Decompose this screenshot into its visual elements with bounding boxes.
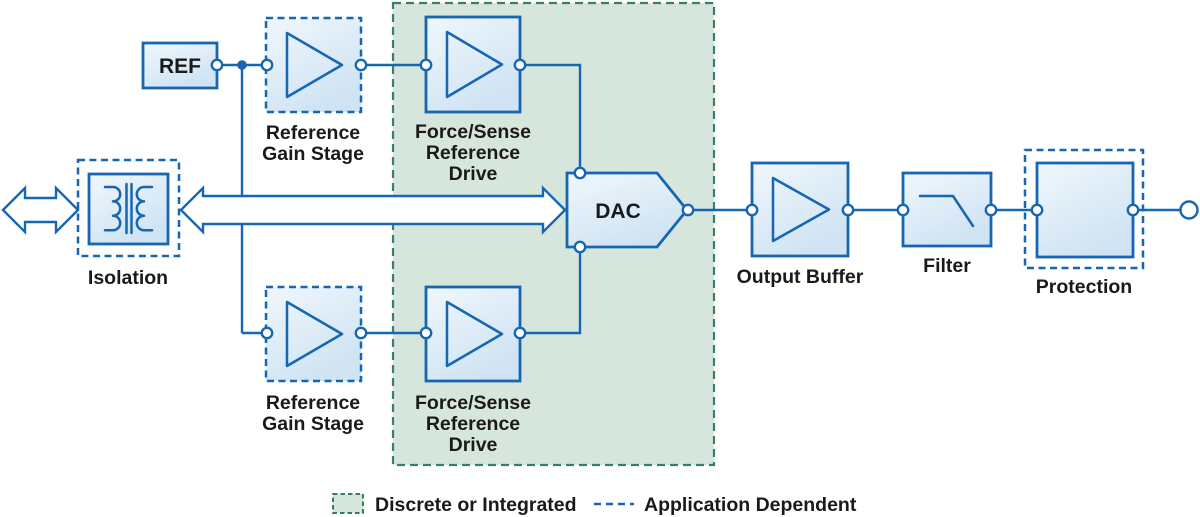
lowpass-filter-icon xyxy=(918,194,975,228)
port-circle xyxy=(745,203,759,217)
block-filter: Filter xyxy=(901,171,993,277)
reference-gain-stage-bottom-box xyxy=(264,285,363,383)
op-amp-icon xyxy=(285,300,344,368)
force-sense-bottom-label-3: Drive xyxy=(449,434,498,456)
filter-box xyxy=(901,171,993,248)
op-amp-icon xyxy=(445,300,504,368)
dac-symbol xyxy=(565,171,689,249)
wire-drive-to-dac-top xyxy=(520,63,582,173)
force-sense-bottom-label-2: Reference xyxy=(426,413,520,435)
force-sense-top-box xyxy=(424,15,522,114)
port-circle xyxy=(896,203,910,217)
port-circle xyxy=(573,240,587,254)
legend-discrete-label: Discrete or Integrated xyxy=(375,494,577,516)
output-buffer-label: Output Buffer xyxy=(737,266,864,288)
port-circle xyxy=(260,326,274,340)
reference-gain-stage-bottom-label-1: Reference xyxy=(266,392,360,414)
reference-gain-stage-top-box xyxy=(264,16,363,114)
block-output-buffer: Output Buffer xyxy=(737,161,864,288)
transformer-icon xyxy=(103,182,154,235)
legend-application-label: Application Dependent xyxy=(644,494,857,516)
block-dac: DAC xyxy=(565,171,689,249)
port-circle xyxy=(354,326,368,340)
block-force-sense-drive-top: Force/Sense Reference Drive xyxy=(415,15,531,185)
port-circles xyxy=(210,58,1199,340)
force-sense-top-label-1: Force/Sense xyxy=(415,121,531,143)
port-circle xyxy=(419,326,433,340)
block-reference-gain-stage-top: Reference Gain Stage xyxy=(262,16,364,165)
block-protection: Protection xyxy=(1023,148,1145,298)
port-circle xyxy=(513,326,527,340)
digital-bus-arrow-icon xyxy=(179,185,567,235)
port-circle xyxy=(1126,203,1140,217)
port-circle xyxy=(1030,203,1044,217)
port-circle xyxy=(681,203,695,217)
dac-label: DAC xyxy=(595,200,641,223)
force-sense-bottom-label-1: Force/Sense xyxy=(415,392,531,414)
filter-label: Filter xyxy=(923,255,971,277)
port-circle xyxy=(573,166,587,180)
op-amp-icon xyxy=(445,30,504,99)
force-sense-top-label-2: Reference xyxy=(426,142,520,164)
isolation-dashed-box xyxy=(76,158,181,258)
legend-discrete-swatch-icon xyxy=(332,493,364,514)
legend: Discrete or Integrated Application Depen… xyxy=(332,493,857,516)
output-buffer-box xyxy=(750,161,850,258)
ref-box xyxy=(141,41,219,90)
port-circle xyxy=(419,58,433,72)
reference-gain-stage-top-label-1: Reference xyxy=(266,122,360,144)
isolation-label: Isolation xyxy=(88,267,168,289)
block-isolation: Isolation xyxy=(76,158,181,289)
reference-gain-stage-top-label-2: Gain Stage xyxy=(262,143,364,165)
junction-dot xyxy=(237,60,247,70)
wire-drive-to-dac-bottom xyxy=(520,247,582,335)
protection-box xyxy=(1035,161,1135,259)
force-sense-bottom-box xyxy=(424,285,522,383)
reference-gain-stage-bottom-label-2: Gain Stage xyxy=(262,413,364,435)
block-ref: REF xyxy=(141,41,219,90)
port-circle xyxy=(984,203,998,217)
output-terminal xyxy=(1179,200,1199,220)
block-force-sense-drive-bottom: Force/Sense Reference Drive xyxy=(415,285,531,456)
protection-label: Protection xyxy=(1036,276,1132,298)
isolation-box xyxy=(87,172,170,246)
port-circle xyxy=(513,58,527,72)
force-sense-top-label-3: Drive xyxy=(449,163,498,185)
port-circle xyxy=(260,58,274,72)
bidirectional-bus-arrow-icon xyxy=(1,185,80,235)
port-circle xyxy=(210,58,224,72)
block-reference-gain-stage-bottom: Reference Gain Stage xyxy=(262,285,364,435)
op-amp-icon xyxy=(285,31,344,99)
port-circle xyxy=(354,58,368,72)
protection-dashed-box xyxy=(1023,148,1145,270)
port-circle xyxy=(841,203,855,217)
ref-label: REF xyxy=(159,55,201,78)
op-amp-icon xyxy=(771,176,831,243)
